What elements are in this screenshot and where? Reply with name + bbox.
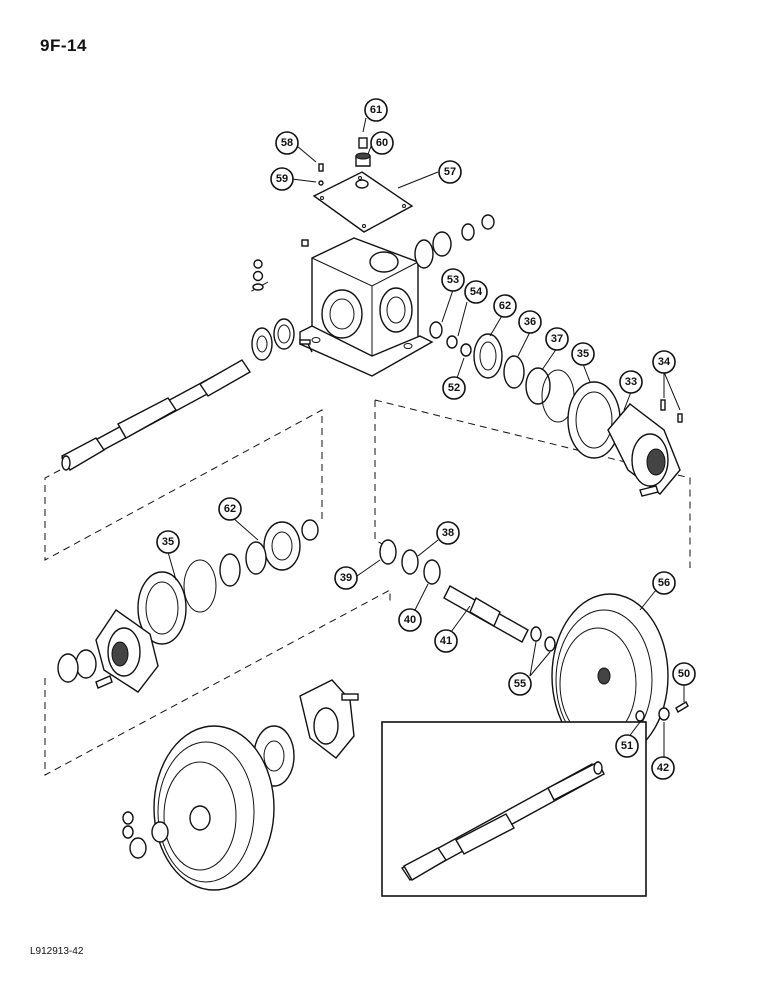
callout-34: 34 — [652, 350, 676, 374]
callout-62: 62 — [493, 294, 517, 318]
lower-flange-hub — [57, 609, 159, 693]
callout-label: 61 — [370, 104, 382, 116]
shaft-bearing-left — [251, 318, 311, 361]
callout-label: 54 — [470, 286, 483, 298]
callout-label: 62 — [224, 503, 236, 515]
left-pulley — [122, 679, 359, 891]
callout-61: 61 — [364, 98, 388, 122]
stub-shaft — [379, 539, 556, 652]
page-number: 9F-14 — [40, 36, 87, 55]
inset-alternate-shaft — [381, 721, 647, 897]
breather-cap — [355, 137, 371, 167]
callout-35: 35 — [156, 530, 180, 554]
callout-62: 62 — [218, 497, 242, 521]
callout-label: 40 — [404, 614, 416, 626]
callout-label: 37 — [551, 333, 563, 345]
callout-label: 62 — [499, 300, 511, 312]
right-gear-train — [429, 321, 621, 459]
assembly-guide-lines — [44, 281, 691, 776]
callout-label: 41 — [440, 635, 452, 647]
callout-52: 52 — [442, 376, 466, 400]
callout-54: 54 — [464, 280, 488, 304]
callout-57: 57 — [438, 160, 462, 184]
callout-51: 51 — [615, 734, 639, 758]
callout-label: 58 — [281, 137, 293, 149]
callout-label: 56 — [658, 577, 670, 589]
callout-label: 42 — [657, 762, 669, 774]
callout-label: 36 — [524, 316, 536, 328]
callout-39: 39 — [334, 566, 358, 590]
cover-bolt — [318, 163, 324, 186]
callout-label: 52 — [448, 382, 460, 394]
right-pulley — [551, 593, 689, 759]
callout-label: 53 — [447, 274, 459, 286]
callout-37: 37 — [545, 327, 569, 351]
callout-56: 56 — [652, 571, 676, 595]
callout-label: 34 — [658, 356, 671, 368]
callout-label: 60 — [376, 137, 388, 149]
figure-code: L912913-42 — [30, 946, 84, 957]
callout-59: 59 — [270, 167, 294, 191]
callout-58: 58 — [275, 131, 299, 155]
upper-bearing-stack — [414, 214, 495, 269]
callout-label: 35 — [577, 348, 589, 360]
callout-40: 40 — [398, 608, 422, 632]
bearing-housing-flange — [607, 399, 683, 497]
callout-33: 33 — [619, 370, 643, 394]
top-cover-plate — [312, 171, 414, 233]
callout-60: 60 — [370, 131, 394, 155]
main-input-shaft — [60, 359, 251, 471]
callout-label: 59 — [276, 173, 288, 185]
callout-label: 57 — [444, 166, 456, 178]
gearbox-housing — [299, 237, 434, 377]
callout-50: 50 — [672, 662, 696, 686]
callout-label: 33 — [625, 376, 637, 388]
callout-label: 51 — [621, 740, 633, 752]
callout-label: 50 — [678, 668, 690, 680]
callout-36: 36 — [518, 310, 542, 334]
callout-35: 35 — [571, 342, 595, 366]
callout-label: 39 — [340, 572, 352, 584]
callout-label: 35 — [162, 536, 174, 548]
callout-41: 41 — [434, 629, 458, 653]
callout-55: 55 — [508, 672, 532, 696]
middle-gear-train — [137, 519, 319, 645]
callout-38: 38 — [436, 521, 460, 545]
callout-53: 53 — [441, 268, 465, 292]
callout-label: 38 — [442, 527, 454, 539]
callout-label: 55 — [514, 678, 526, 690]
callout-42: 42 — [651, 756, 675, 780]
